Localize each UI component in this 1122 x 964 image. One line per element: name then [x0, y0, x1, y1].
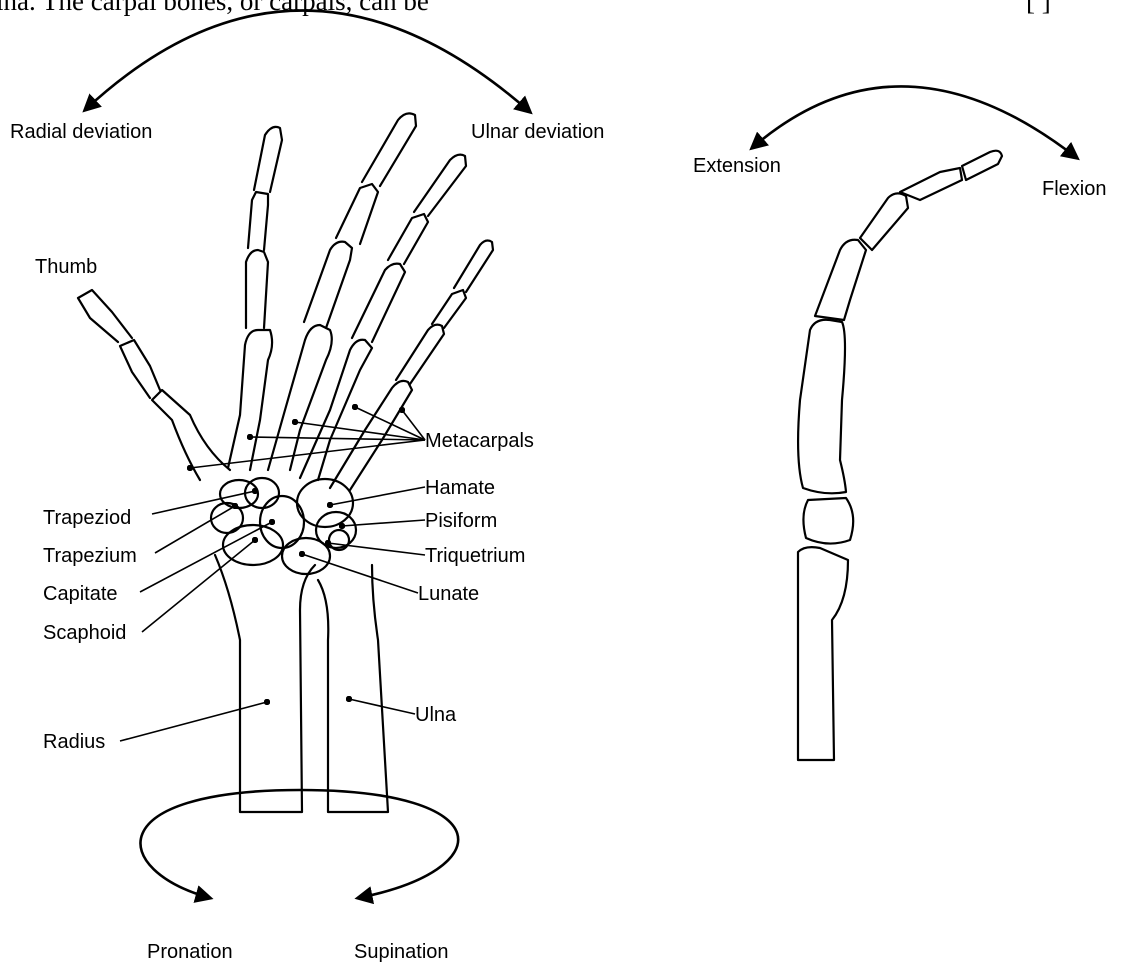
ulna-bone: [318, 565, 388, 812]
hand-skeleton-lateral: [798, 151, 1002, 760]
label-hamate: Hamate: [425, 477, 495, 499]
pronation-supination-loop: [140, 790, 458, 898]
label-extension: Extension: [693, 155, 781, 177]
label-radius: Radius: [43, 731, 105, 753]
deviation-arc-arrow: [85, 10, 530, 112]
label-scaphoid: Scaphoid: [43, 622, 126, 644]
label-triquetrium: Triquetrium: [425, 545, 525, 567]
label-ulnar-deviation: Ulnar deviation: [471, 121, 604, 143]
flexion-arc-arrow: [752, 86, 1077, 158]
label-supination: Supination: [354, 941, 449, 963]
label-pisiform: Pisiform: [425, 510, 497, 532]
label-capitate: Capitate: [43, 583, 118, 605]
label-trapezium: Trapezium: [43, 545, 137, 567]
radius-bone: [215, 555, 315, 812]
label-pronation: Pronation: [147, 941, 233, 963]
label-radial-deviation: Radial deviation: [10, 121, 152, 143]
label-metacarpals: Metacarpals: [425, 430, 534, 452]
label-flexion: Flexion: [1042, 178, 1106, 200]
label-thumb: Thumb: [35, 256, 97, 278]
label-lunate: Lunate: [418, 583, 479, 605]
label-ulna: Ulna: [415, 704, 457, 726]
label-trapeziod: Trapeziod: [43, 507, 131, 529]
